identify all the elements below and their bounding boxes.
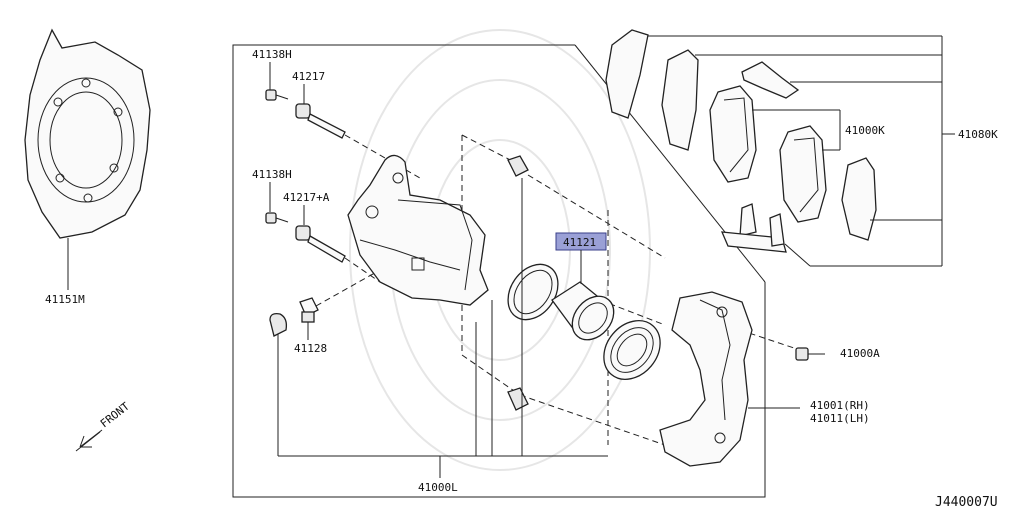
label-41000K: 41000K <box>845 124 885 137</box>
bolt-41138H-top[interactable] <box>265 89 289 101</box>
label-41151M: 41151M <box>45 293 85 306</box>
torque-member[interactable] <box>659 291 753 467</box>
shim-inner[interactable] <box>841 157 877 241</box>
pin-boot-top[interactable] <box>507 155 529 177</box>
label-41138H-mid: 41138H <box>252 168 292 181</box>
piston-boot[interactable] <box>592 309 671 390</box>
shim-outer-1[interactable] <box>605 29 649 119</box>
guide-pin-41217[interactable] <box>295 103 346 139</box>
bolt-41000A[interactable] <box>795 347 825 361</box>
shim-outer-2[interactable] <box>661 49 699 151</box>
caliper-body[interactable] <box>347 154 489 306</box>
figure-code: J440007U <box>935 495 998 510</box>
backing-plate[interactable] <box>24 28 151 239</box>
guide-pin-41217-A[interactable] <box>295 225 346 263</box>
label-41000L: 41000L <box>418 481 458 494</box>
pin-boot-bottom[interactable] <box>507 387 529 411</box>
bleeder-41128[interactable] <box>299 297 319 323</box>
label-41001: 41001(RH) <box>810 399 870 412</box>
piston-41121[interactable] <box>551 281 622 348</box>
pad-retainer-clips[interactable] <box>720 203 787 253</box>
label-41128: 41128 <box>294 342 327 355</box>
label-41217-A: 41217+A <box>283 191 330 204</box>
pad-wear-clip[interactable] <box>741 61 800 99</box>
bolt-41138H-mid[interactable] <box>265 212 289 224</box>
bleeder-cap[interactable] <box>269 312 288 337</box>
label-41080K: 41080K <box>958 128 998 141</box>
label-41217-top: 41217 <box>292 70 325 83</box>
label-41138H-top: 41138H <box>252 48 292 61</box>
label-41000A: 41000A <box>840 347 880 360</box>
label-41011: 41011(LH) <box>810 412 870 425</box>
label-front: FRONT <box>98 400 132 431</box>
leader-41080K <box>648 35 955 267</box>
piston-seal[interactable] <box>498 255 568 329</box>
brake-pad-inner[interactable] <box>779 125 827 223</box>
leader-41000K <box>752 109 841 151</box>
front-arrow-icon <box>75 429 103 452</box>
label-41121: 41121 <box>563 236 596 249</box>
leader-41000L <box>277 178 608 478</box>
brake-pad-outer[interactable] <box>709 85 757 183</box>
assembly-frame <box>232 44 766 498</box>
